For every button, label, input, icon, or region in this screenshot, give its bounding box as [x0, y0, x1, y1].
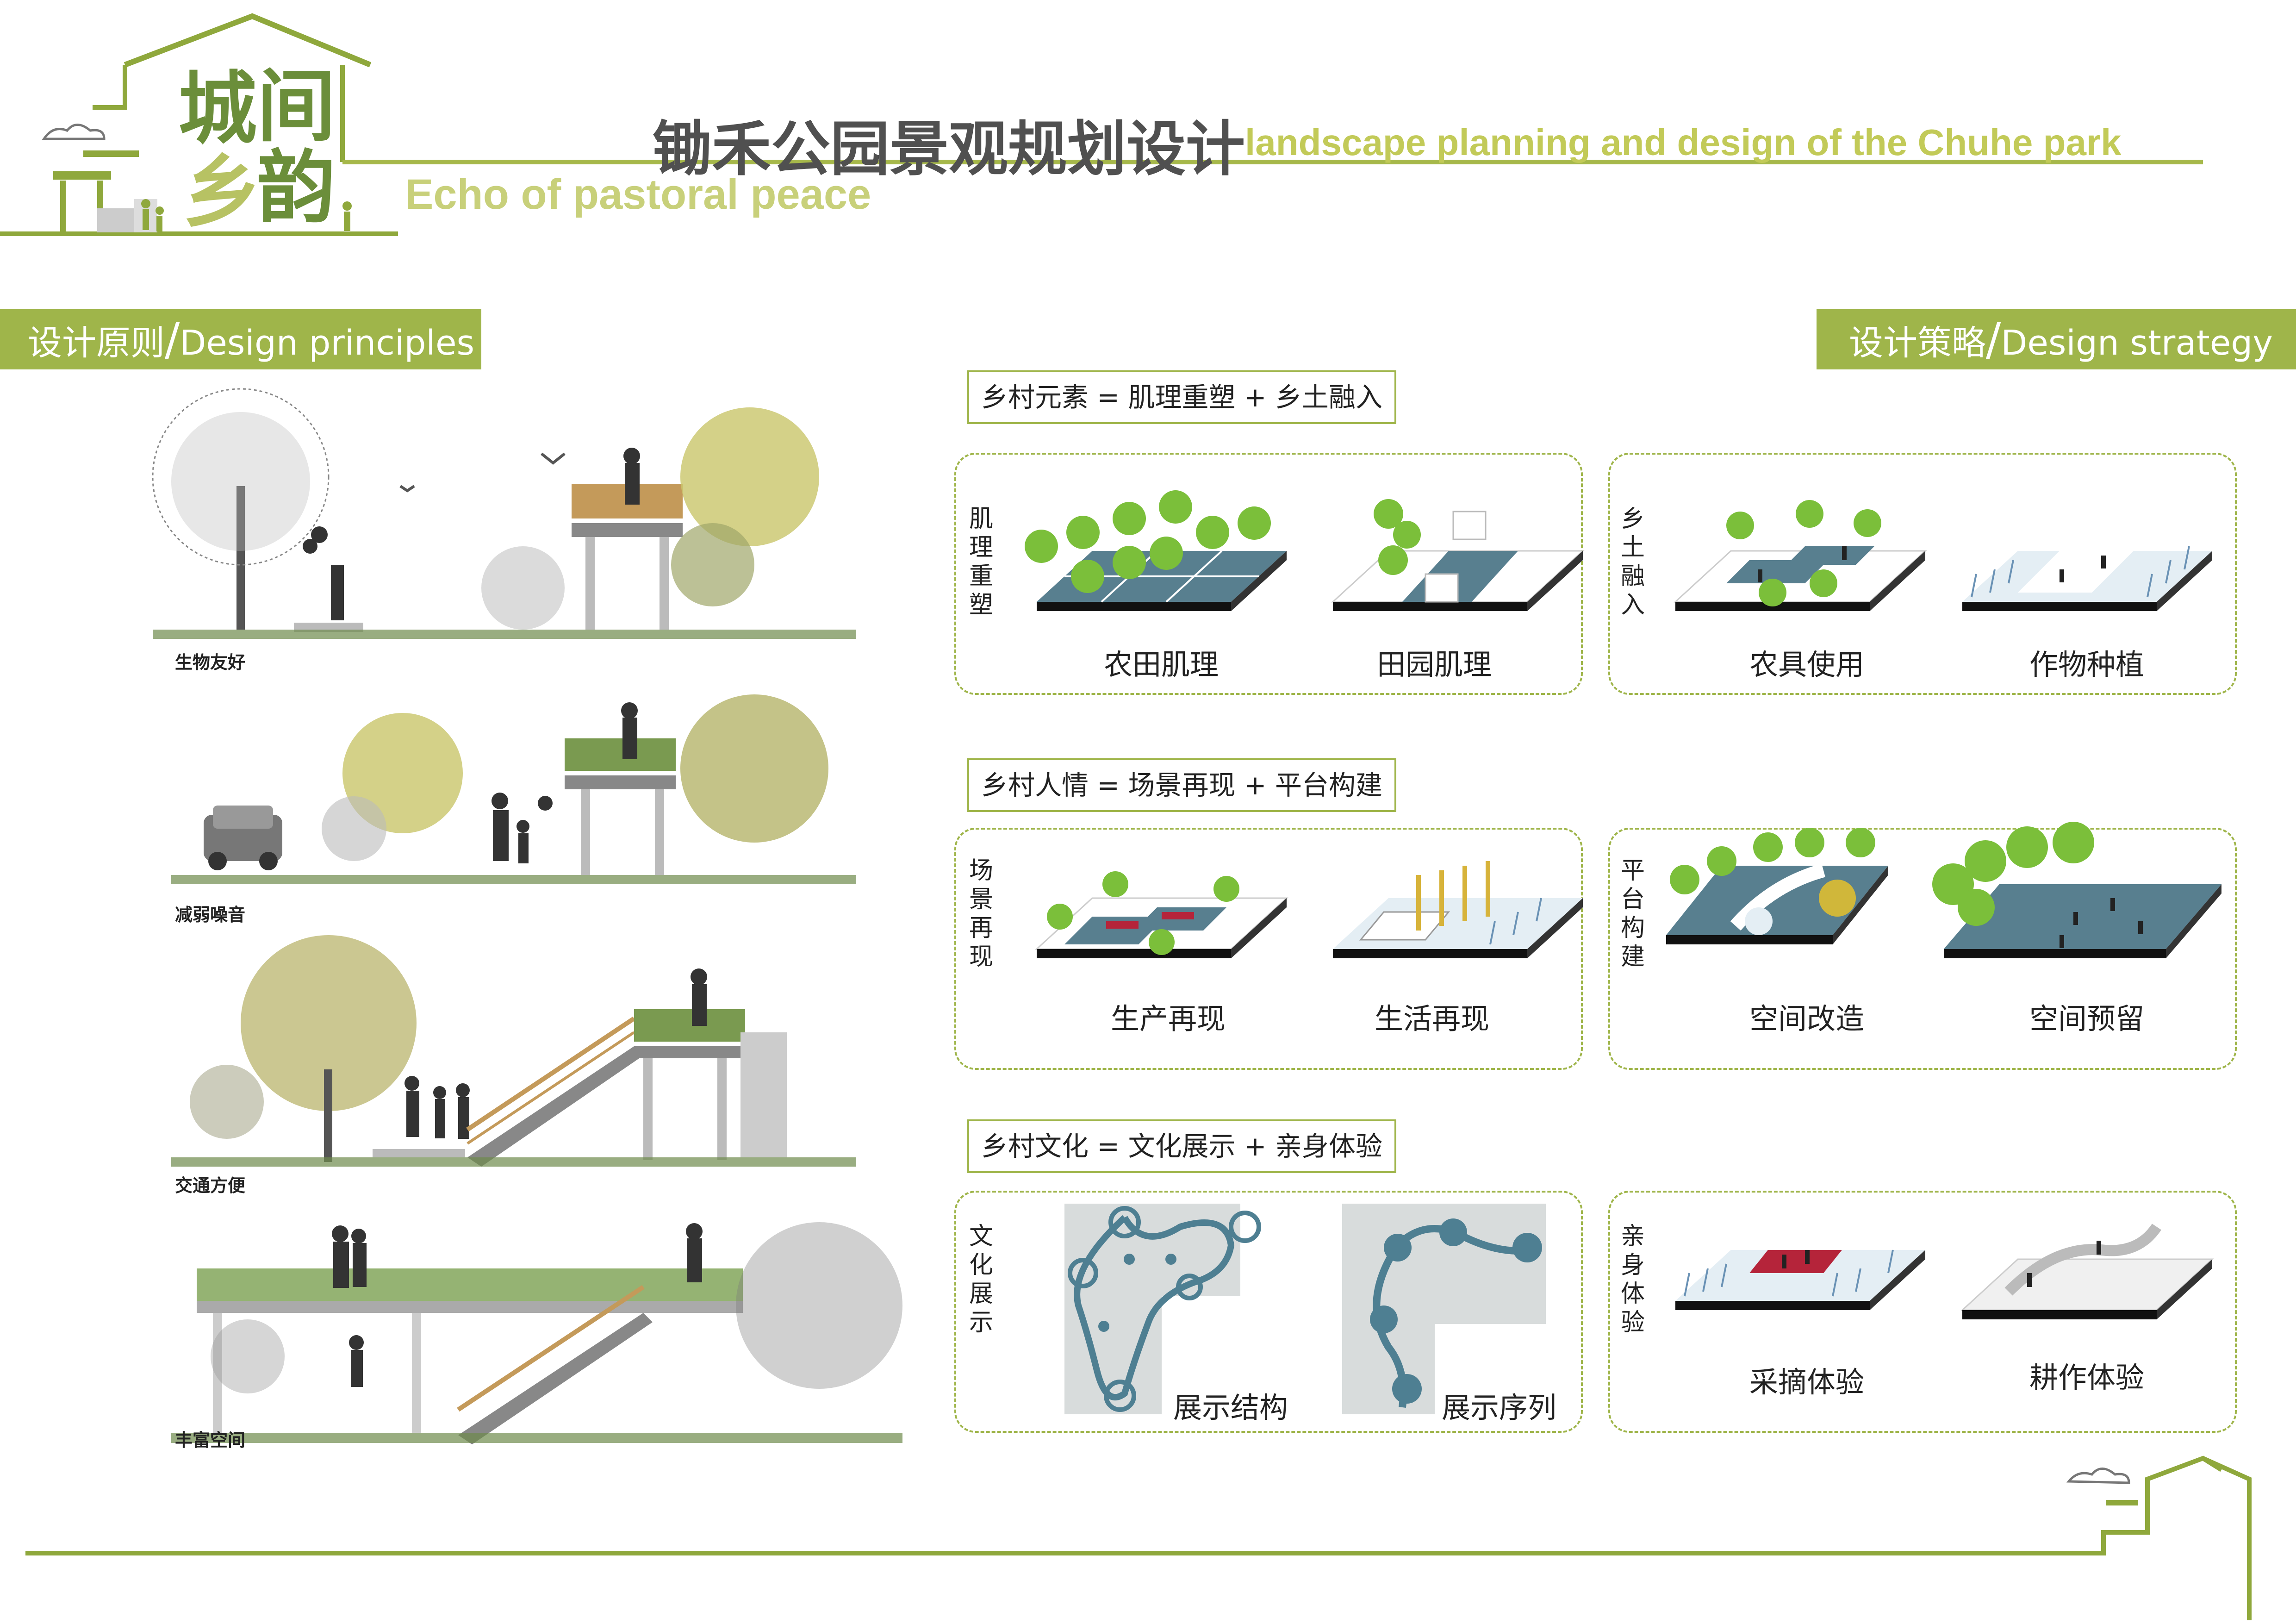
principle-label-2: 减弱噪音	[175, 905, 246, 925]
strategy-panel-local	[1608, 453, 2237, 695]
vertical-label-texture: 肌理重塑	[969, 505, 993, 619]
scene-reproduction-diagram	[1035, 861, 1583, 958]
strategy-panel-platform	[1608, 828, 2237, 1070]
tab-strategy-en: Design strategy	[2001, 323, 2273, 363]
platform-building-diagram	[1666, 822, 2221, 958]
caption-picking-experience: 采摘体验	[1749, 1365, 1865, 1399]
caption-tools-use: 农具使用	[1749, 648, 1865, 681]
echo-subtitle: Echo of pastoral peace	[405, 171, 871, 218]
logo-house-outline	[0, 13, 2203, 236]
vertical-label-culture: 文化展示	[969, 1223, 993, 1337]
caption-production-scene: 生产再现	[1111, 1002, 1226, 1036]
caption-life-scene: 生活再现	[1375, 1002, 1490, 1036]
logo-char-cheng: 城	[178, 62, 257, 155]
caption-farmland-texture: 农田肌理	[1104, 648, 1219, 681]
strategy-equation-2: 乡村人情 = 场景再现 + 平台构建	[967, 758, 1396, 812]
caption-display-structure: 展示结构	[1173, 1391, 1288, 1424]
caption-display-sequence: 展示序列	[1442, 1391, 1557, 1424]
vertical-label-local: 乡土融入	[1620, 505, 1645, 619]
logo-char-yun: 韵	[257, 141, 336, 234]
caption-crop-planting: 作物种植	[2029, 648, 2145, 681]
caption-space-reserve: 空间预留	[2029, 1002, 2145, 1036]
principle-label-1: 生物友好	[175, 652, 246, 673]
strategy-equation-3: 乡村文化 = 文化展示 + 亲身体验	[967, 1119, 1396, 1173]
local-integration-diagram	[1674, 500, 2212, 611]
section-illustration-space	[171, 1222, 902, 1444]
page-title-english: landscape planning and design of the Chu…	[1245, 122, 2122, 163]
logo-char-xiang: 乡	[183, 146, 262, 238]
strategy-panel-texture	[954, 453, 1583, 695]
tab-strategy-cn: 设计策略	[1849, 323, 1986, 363]
culture-display-diagram	[1064, 1204, 1546, 1414]
logo-char-jian: 间	[257, 60, 336, 153]
caption-garden-texture: 田园肌理	[1377, 648, 1492, 681]
strategy-panel-culture	[954, 1191, 1583, 1433]
farm-texture-diagram	[1025, 490, 1585, 611]
vertical-label-experience: 亲身体验	[1620, 1223, 1645, 1337]
hands-on-experience-diagram	[1675, 1224, 2214, 1319]
strategy-equation-1: 乡村元素 = 肌理重塑 + 乡土融入	[967, 370, 1396, 424]
section-illustration-traffic	[171, 935, 856, 1167]
tab-design-principles: 设计原则/Design principles	[0, 309, 481, 369]
caption-farming-experience: 耕作体验	[2029, 1361, 2145, 1394]
caption-space-renovation: 空间改造	[1749, 1002, 1865, 1036]
section-illustration-noise	[171, 694, 856, 884]
section-illustration-biodiversity	[152, 388, 856, 639]
tab-design-strategy: 设计策略/Design strategy	[1817, 309, 2296, 369]
tab-principles-slash: /	[165, 313, 180, 365]
tab-principles-en: Design principles	[180, 323, 475, 363]
vertical-label-platform: 平台构建	[1620, 857, 1645, 971]
principle-label-4: 丰富空间	[175, 1430, 246, 1450]
page-title: 锄禾公园景观规划设计	[653, 115, 1245, 184]
vertical-label-scene: 场景再现	[969, 857, 993, 971]
tab-principles-cn: 设计原则	[28, 323, 165, 363]
strategy-panel-scene	[954, 828, 1583, 1070]
principle-label-3: 交通方便	[175, 1175, 246, 1196]
strategy-panel-experience	[1608, 1191, 2237, 1433]
footer-house-outline	[25, 1455, 2252, 1620]
tab-strategy-slash: /	[1986, 313, 2001, 365]
